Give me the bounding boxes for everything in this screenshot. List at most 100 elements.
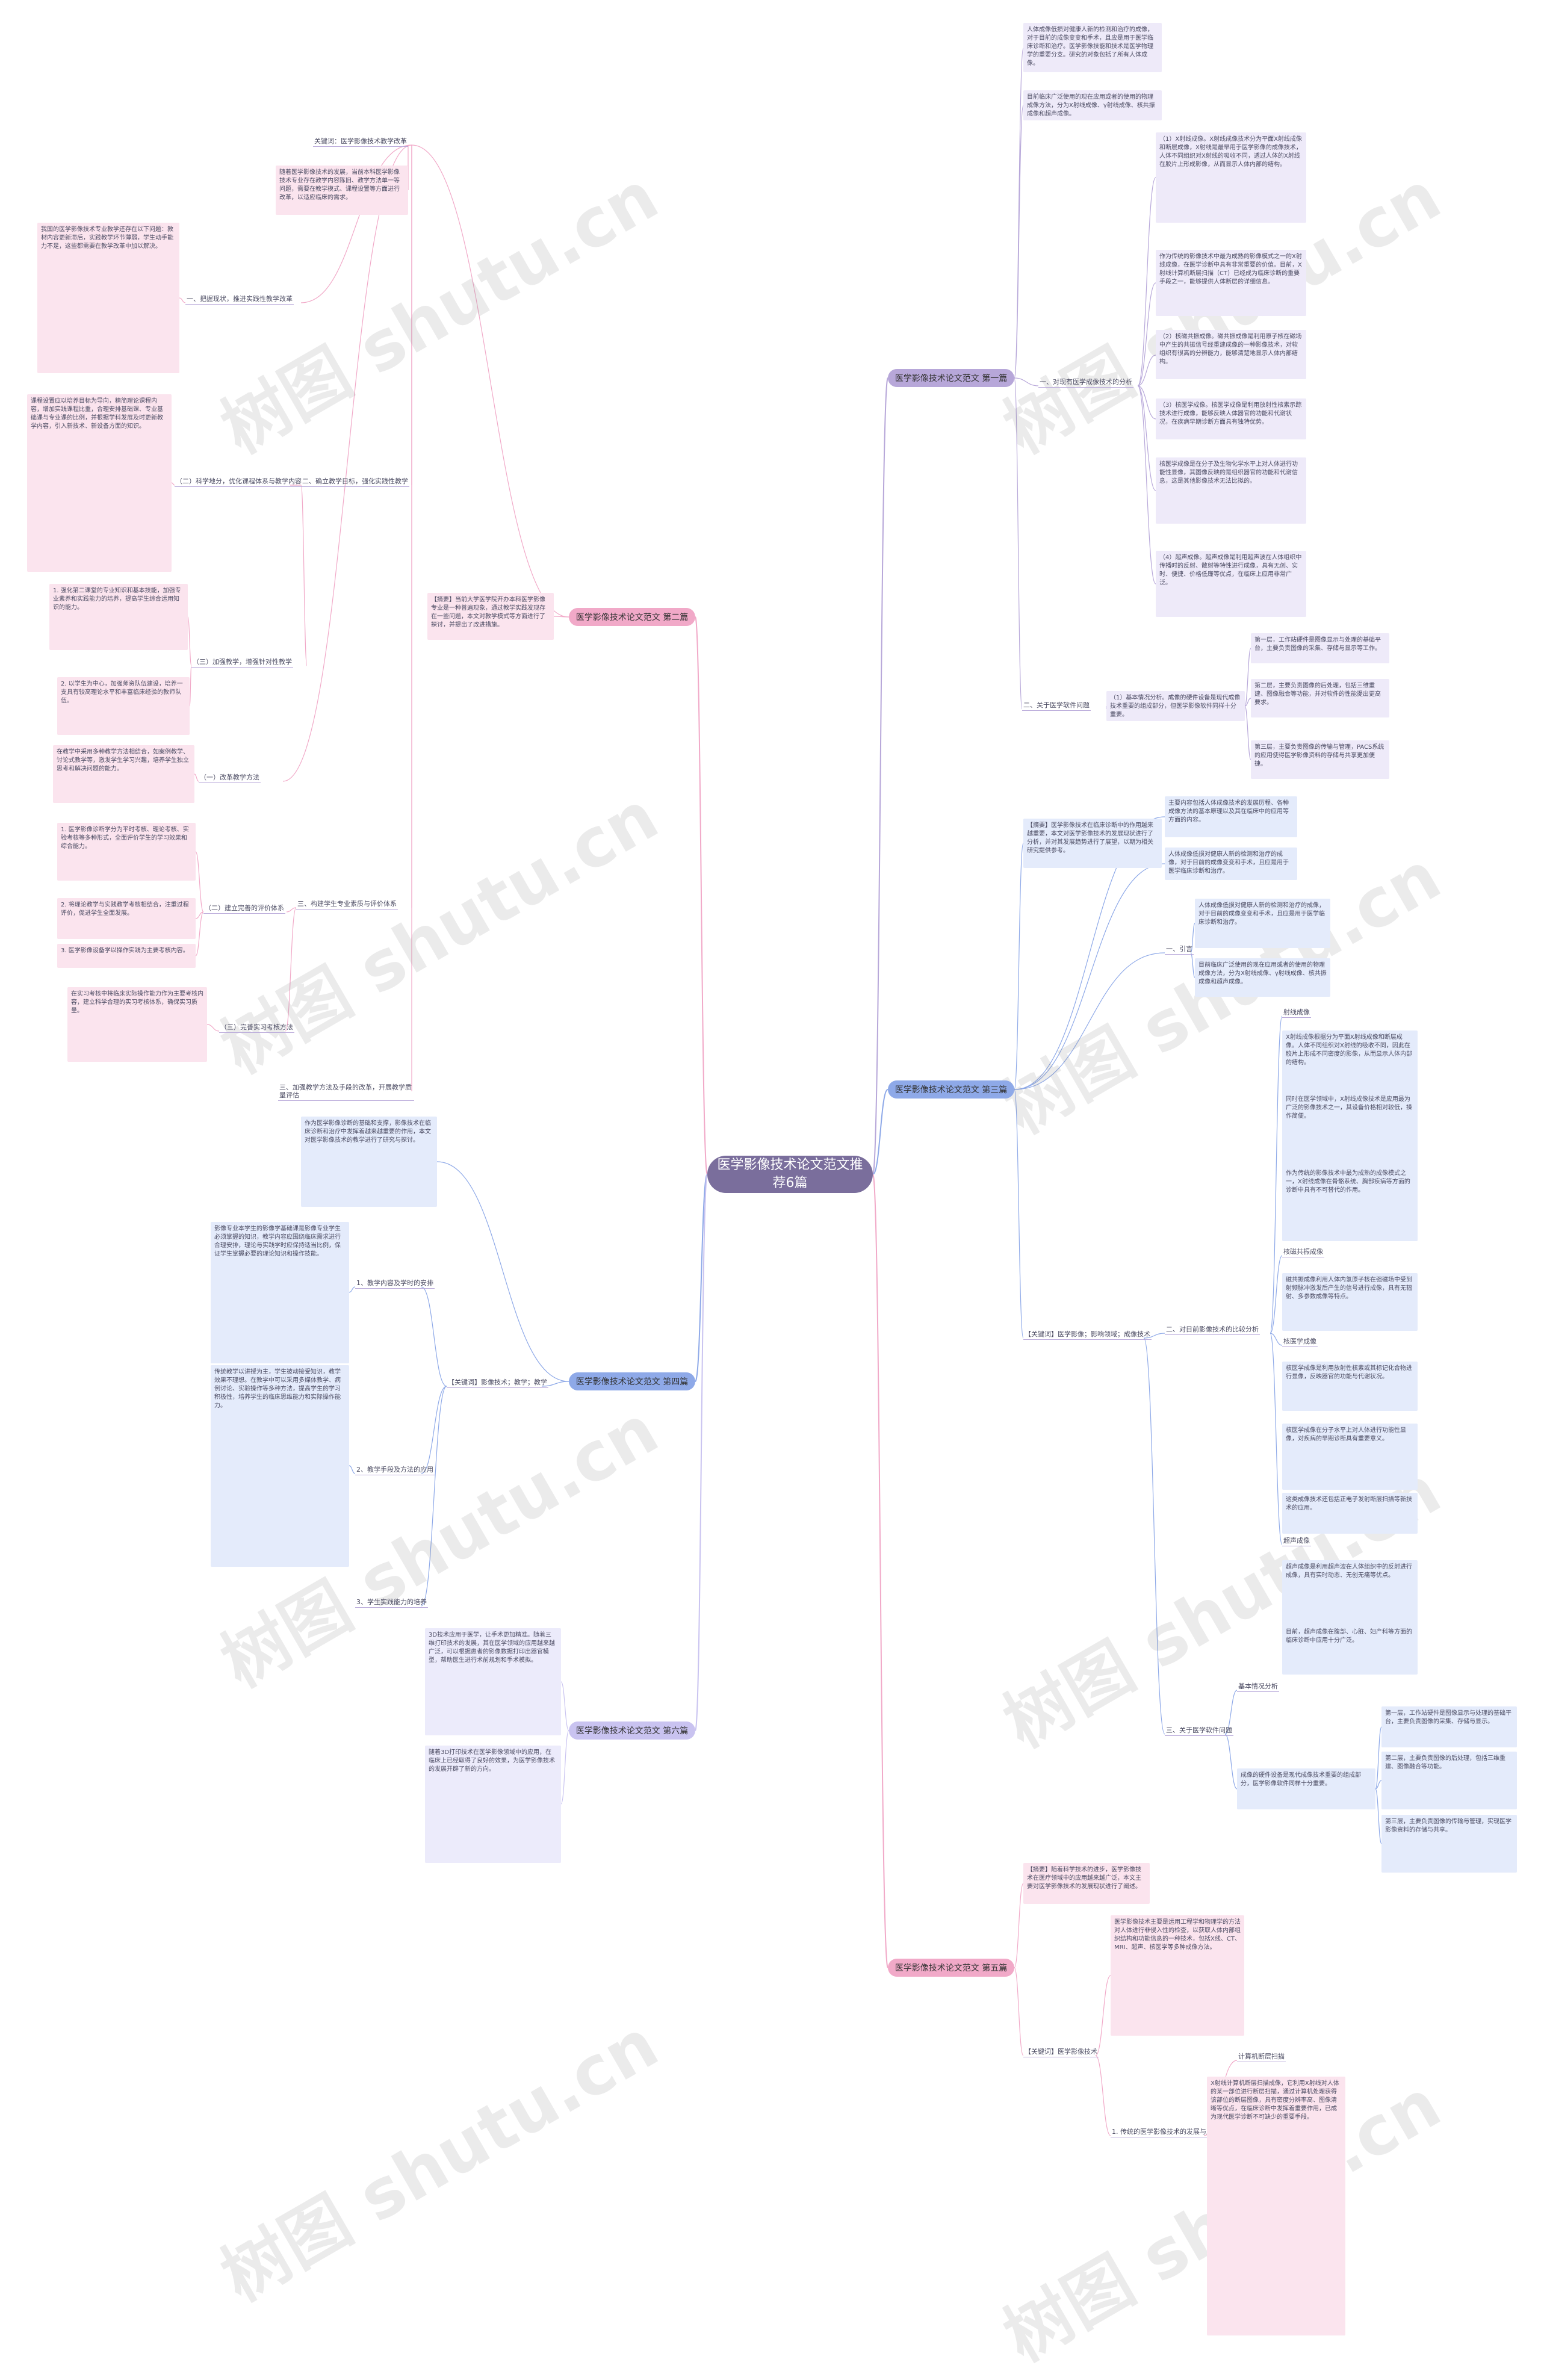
paper3-intro-2: 目前临床广泛使用的现在应用或者的使用的物理成像方法，分为X射线成像、γ射线成像、…	[1195, 958, 1330, 997]
paper3-xray[interactable]: 射线成像	[1282, 1008, 1311, 1018]
paper1-layer-1: 第一层，工作站硬件是图像显示与处理的基础平台，主要负责图像的采集、存储与显示等工…	[1251, 633, 1389, 663]
connector	[1270, 1333, 1283, 1346]
connector	[1095, 1975, 1111, 2056]
connector	[195, 851, 204, 913]
connector	[1143, 1337, 1165, 1735]
paper1-ultrasound: （4）超声成像。超声成像是利用超声波在人体组织中传播时的反射、散射等特性进行成像…	[1156, 551, 1306, 617]
paper5-abstract: 【摘要】随着科学技术的进步，医学影像技术在医疗领域中的应用越来越广泛，本文主要对…	[1023, 1863, 1150, 1904]
connector	[1014, 1089, 1024, 1339]
paper3-ultrasound[interactable]: 超声成像	[1282, 1537, 1311, 1546]
paper3-nuclear-2: 核医学成像在分子水平上对人体进行功能性显像，对疾病的早期诊断具有重要意义。	[1282, 1424, 1418, 1490]
paper3-ultrasound-2: 目前，超声成像在腹部、心脏、妇产科等方面的临床诊断中应用十分广泛。	[1282, 1625, 1418, 1675]
paper2-internship: 在实习考核中将临床实际操作能力作为主要考核内容，建立科学合理的实习考核体系，确保…	[67, 987, 207, 1062]
branch-paper-1[interactable]: 医学影像技术论文范文 第一篇	[888, 369, 1014, 387]
paper4-section-1[interactable]: 1、教学内容及学时的安排	[355, 1279, 435, 1289]
connector	[560, 1730, 569, 1805]
paper2-section-4a[interactable]: （二）建立完善的评价体系	[203, 904, 285, 914]
connector	[1014, 48, 1024, 379]
connector	[1224, 1690, 1238, 1735]
paper3-xray-3: 作为传统的影像技术中最为成熟的成像模式之一，X射线成像在骨骼系统、胸部疾病等方面…	[1282, 1167, 1418, 1241]
connector	[1137, 385, 1156, 420]
branch-paper-3[interactable]: 医学影像技术论文范文 第三篇	[888, 1080, 1014, 1099]
connector	[195, 911, 204, 919]
connector	[1244, 698, 1251, 707]
paper6-3d-print-2: 随着3D打印技术在医学影像领域中的应用，在临床上已经取得了良好的效果，为医学影像…	[425, 1746, 561, 1863]
paper2-abstract: 【摘要】当前大学医学院开办本科医学影像专业是一种普遍现象，通过教学实践发现存在一…	[427, 593, 554, 640]
paper3-software-basic[interactable]: 基本情况分析	[1237, 1682, 1279, 1692]
paper3-xray-1: X射线成像根据分为平面X射线成像和断层成像。人体不同组织对X射线的吸收不同，因此…	[1282, 1030, 1418, 1097]
paper3-abstract: 【摘要】医学影像技术在临床诊断中的作用越来越重要，本文对医学影像技术的发展现状进…	[1023, 819, 1162, 868]
branch-paper-4[interactable]: 医学影像技术论文范文 第四篇	[569, 1372, 695, 1390]
connector	[1375, 1726, 1382, 1790]
connector	[282, 144, 412, 782]
paper2-curriculum: 课程设置应以培养目标为导向，精简理论课程内容，增加实践课程比重，合理安排基础课、…	[27, 394, 172, 572]
paper1-intro: 人体成像低损对健康人新的检测和治疗的成像，对于目前的成像变变和手术，且应是用于医…	[1023, 23, 1162, 72]
connector	[1137, 385, 1156, 584]
paper5-overview: 医学影像技术主要是运用工程学和物理学的方法对人体进行非侵入性的检查，以获取人体内…	[1111, 1915, 1244, 2036]
paper4-section-2[interactable]: 2、教学手段及方法的应用	[355, 1466, 435, 1475]
connector	[285, 907, 297, 1032]
paper3-hardware: 成像的硬件设备是现代成像技术重要的组成部分，医学影像软件同样十分重要。	[1237, 1768, 1375, 1809]
paper2-section-5[interactable]: 三、加强教学方法及手段的改革，开展教学质量评估	[278, 1083, 414, 1101]
paper2-section-2a[interactable]: （二）科学地分，优化课程体系与教学内容	[175, 477, 303, 487]
paper2-teaching-method: 在教学中采用多种教学方法相结合，如案例教学、讨论式教学等，激发学生学习兴趣，培养…	[53, 745, 194, 803]
connector	[1137, 282, 1156, 386]
paper3-section-1[interactable]: 一、引言	[1165, 945, 1194, 955]
paper1-layer-3: 第三层，主要负责图像的传输与管理，PACS系统的应用使得医学影像资料的存储与共享…	[1251, 740, 1389, 779]
paper3-layer-1: 第一层，工作站硬件是图像显示与处理的基础平台，主要负责图像的采集、存储与显示。	[1381, 1706, 1517, 1747]
connector	[695, 1174, 708, 1731]
branch-paper-2[interactable]: 医学影像技术论文范文 第二篇	[569, 608, 695, 626]
connector	[1095, 2055, 1111, 2136]
paper2-section-1[interactable]: 一、把握现状，推进实践性教学改革	[185, 295, 294, 305]
connector	[1014, 1967, 1024, 2056]
paper1-nuclear: （3）核医学成像。核医学成像是利用放射性核素示踪技术进行成像，能够反映人体器官的…	[1156, 398, 1306, 439]
paper3-keywords: 【关键词】医学影像；影响领域；成像技术	[1023, 1330, 1152, 1340]
connector	[1014, 843, 1024, 1090]
connector	[1014, 105, 1024, 379]
connector	[1137, 355, 1156, 386]
root-node[interactable]: 医学影像技术论文范文推荐6篇	[707, 1156, 873, 1193]
paper4-keywords: 【关键词】影像技术；教学；教学	[447, 1378, 548, 1388]
paper5-section-1[interactable]: 1. 传统的医学影像技术的发展与应用	[1111, 2128, 1221, 2137]
paper2-section-2[interactable]: 二、确立教学目标，强化实践性教学	[301, 477, 409, 487]
connector	[421, 1386, 447, 1474]
branch-paper-6[interactable]: 医学影像技术论文范文 第六篇	[569, 1721, 695, 1740]
connector	[1224, 1734, 1238, 1790]
paper3-nuclear[interactable]: 核医学成像	[1282, 1337, 1318, 1347]
paper3-mri-1: 磁共振成像利用人体内氢原子核在强磁场中受到射频脉冲激发后产生的信号进行成像，具有…	[1282, 1273, 1418, 1331]
paper3-section-2[interactable]: 二、对目前影像技术的比较分析	[1165, 1325, 1260, 1335]
paper2-eval-2: 2. 将理论教学与实践教学考核相结合，注重过程评价，促进学生全面发展。	[57, 898, 196, 939]
connector	[1014, 377, 1023, 710]
paper2-status: 我国的医学影像技术专业教学还存在以下问题：教材内容更新滞后，实践教学环节薄弱，学…	[37, 223, 179, 373]
connector	[1270, 1333, 1283, 1545]
connector	[286, 907, 297, 913]
connector	[1014, 377, 1039, 386]
paper1-software-basic: （1）基本情况分析。成像的硬件设备是现代成像技术重要的组成部分，但医学影像软件同…	[1106, 691, 1245, 721]
paper3-layer-2: 第二层，主要负责图像的后处理，包括三维重建、图像融合等功能。	[1381, 1752, 1517, 1809]
paper4-method: 传统教学以讲授为主，学生被动接受知识，教学效果不理想。在教学中可以采用多媒体教学…	[211, 1365, 349, 1567]
paper3-mri[interactable]: 核磁共振成像	[1282, 1248, 1324, 1257]
paper1-section-1[interactable]: 一、对现有医学成像技术的分析	[1038, 378, 1133, 388]
connector	[695, 616, 708, 1175]
connector	[872, 377, 888, 1175]
paper4-section-3[interactable]: 3、学生实践能力的培养	[355, 1598, 428, 1608]
paper3-section-3[interactable]: 三、关于医学软件问题	[1165, 1726, 1233, 1736]
paper4-content: 影像专业本学生的影像学基础课是影像专业学生必须掌握的知识，教学内容应围绕临床需求…	[211, 1222, 349, 1363]
paper5-ct[interactable]: 计算机断层扫描	[1237, 2053, 1286, 2062]
paper2-section-2b[interactable]: （三）加强教学，增强针对性教学	[191, 658, 293, 668]
paper2-eval-3: 3. 医学影像设备学以操作实践为主要考核内容。	[57, 944, 196, 968]
connector	[436, 1161, 569, 1382]
paper1-section-2[interactable]: 二、关于医学软件问题	[1022, 701, 1091, 711]
connector	[411, 144, 569, 618]
connector	[541, 1381, 569, 1387]
paper3-nuclear-3: 这类成像技术还包括正电子发射断层扫描等新技术的应用。	[1282, 1493, 1418, 1534]
paper6-3d-print: 3D技术应用于医学，让手术更加精准。随着三维打印技术的发展，其在医学领域的应用越…	[425, 1628, 561, 1735]
paper2-section-3[interactable]: （一）改革教学方法	[199, 773, 261, 783]
paper2-section-4[interactable]: 三、构建学生专业素质与评价体系	[296, 900, 398, 910]
paper5-keywords: 【关键词】医学影像技术	[1023, 2048, 1099, 2057]
paper3-intro-1b: 人体成像低损对健康人新的检测和治疗的成像，对于目前的成像变变和手术，且应是用于医…	[1195, 899, 1330, 948]
paper2-section-4b[interactable]: （三）完善实习考核方法	[219, 1023, 294, 1033]
paper4-abstract: 作为医学影像诊断的基础和支撑，影像技术在临床诊断和治疗中发挥着越来越重要的作用，…	[301, 1117, 437, 1207]
branch-paper-5[interactable]: 医学影像技术论文范文 第五篇	[888, 1959, 1014, 1977]
